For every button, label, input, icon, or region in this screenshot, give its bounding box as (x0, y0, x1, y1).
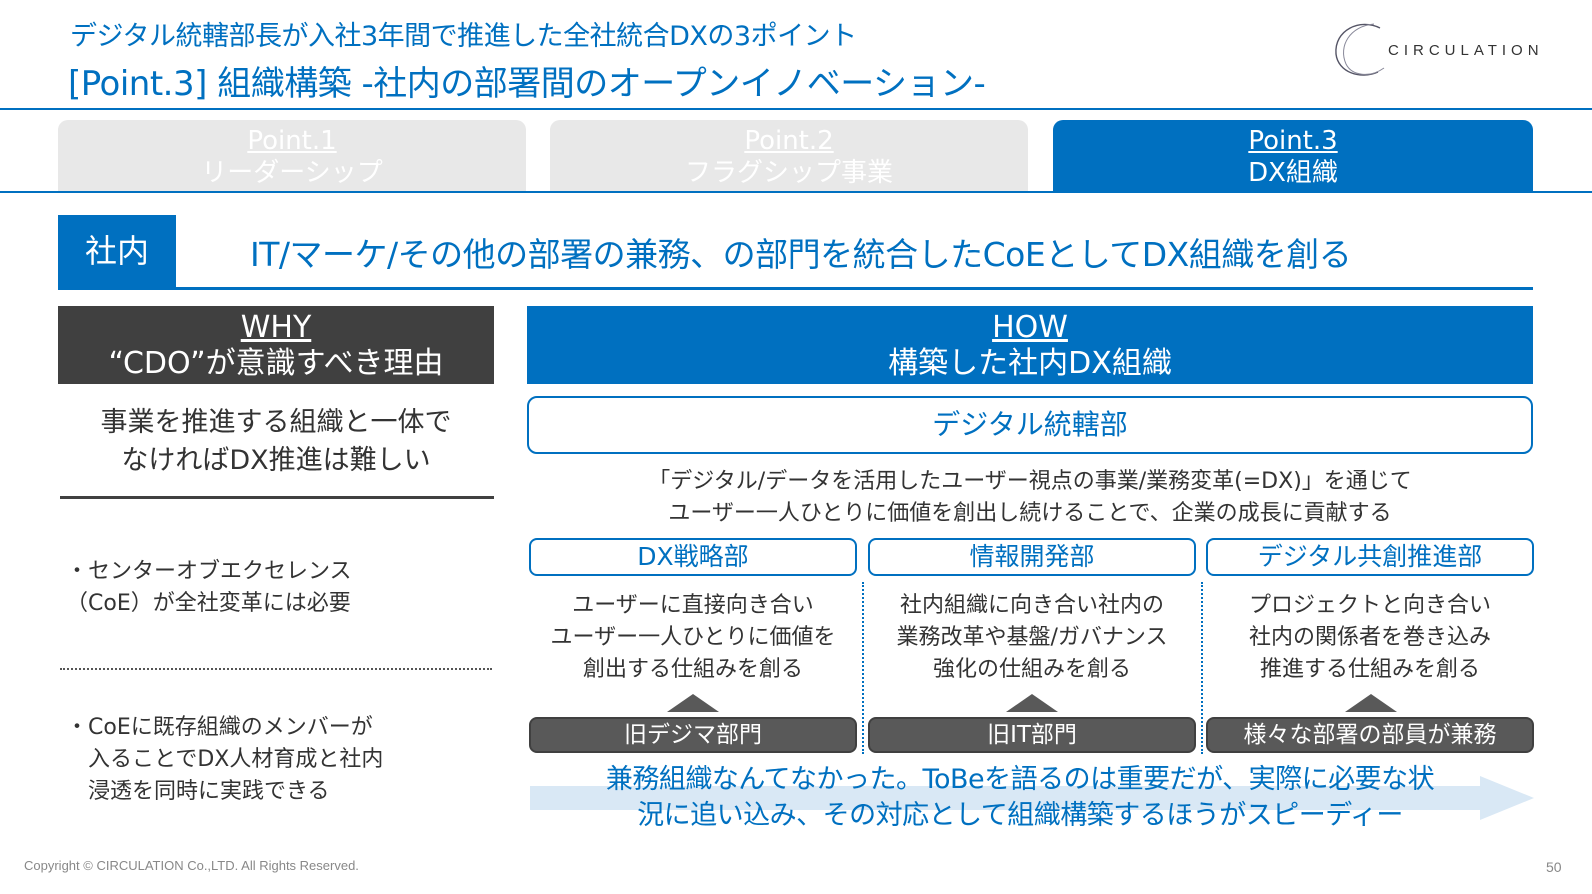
dept-desc-line: 強化の仕組みを創る (932, 657, 1131, 682)
dept-desc-line: 推進する仕組みを創る (1259, 657, 1480, 682)
tab-point-3[interactable]: Point.3 DX組織 (1053, 120, 1533, 192)
dept-desc-line: プロジェクトと向き合い (1248, 593, 1491, 618)
takeaway-line: 兼務組織なんてなかった。ToBeを語るのは重要だが、実際に必要な状 (605, 764, 1435, 795)
why-main-line: 事業を推進する組織と一体で (100, 407, 452, 438)
triangle-up-icon (1345, 694, 1397, 712)
why-point-coe: ・センターオブエクセレンス （CoE）が全社変革には必要 (66, 556, 486, 620)
section-divider (58, 287, 1533, 290)
triangle-up-icon (1006, 694, 1058, 712)
slide-subtitle: デジタル統轄部長が入社3年間で推進した全社統合DXの3ポイント (70, 21, 857, 52)
why-title: “CDO”が意識すべき理由 (108, 346, 444, 381)
origin-former-it: 旧IT部門 (868, 717, 1196, 753)
why-point-members: ・CoEに既存組織のメンバーが 入ることでDX人材育成と社内 浸透を同時に実践で… (66, 712, 486, 808)
why-dotted-divider (60, 668, 492, 670)
why-divider (60, 496, 494, 499)
dept-digital-cocreation: デジタル共創推進部 (1206, 538, 1534, 576)
mission-statement: 「デジタル/データを活用したユーザー視点の事業/業務変革(=DX)」を通じて ユ… (527, 466, 1533, 530)
tab-number: Point.3 (1248, 126, 1338, 156)
triangle-up-icon (667, 694, 719, 712)
dept-desc-line: 社内組織に向き合い社内の (899, 593, 1164, 618)
tab-label: DX組織 (1248, 158, 1338, 188)
why-header: WHY “CDO”が意識すべき理由 (58, 306, 494, 384)
why-main-line: なければDX推進は難しい (121, 445, 431, 476)
tab-number: Point.2 (744, 126, 834, 156)
mission-line: 「デジタル/データを活用したユーザー視点の事業/業務変革(=DX)」を通じて (648, 469, 1412, 494)
takeaway-message: 兼務組織なんてなかった。ToBeを語るのは重要だが、実際に必要な状 況に追い込み… (540, 762, 1500, 834)
tab-divider (0, 191, 1592, 193)
dept-dotted-divider (1201, 582, 1203, 754)
tab-label: リーダーシップ (201, 158, 383, 188)
dept-desc-line: 創出する仕組みを創る (582, 657, 803, 682)
tab-point-2[interactable]: Point.2 フラグシップ事業 (550, 120, 1028, 192)
dept-desc-line: 業務改革や基盤/ガバナンス (896, 625, 1168, 650)
dept-description: プロジェクトと向き合い 社内の関係者を巻き込み 推進する仕組みを創る (1203, 590, 1537, 686)
dept-desc-line: ユーザーに直接向き合い (572, 593, 814, 618)
why-label: WHY (240, 310, 312, 345)
why-point-line: 浸透を同時に実践できる (88, 779, 330, 804)
why-point-line: （CoE）が全社変革には必要 (66, 591, 351, 616)
dept-dotted-divider (862, 582, 864, 754)
dept-dx-strategy: DX戦略部 (529, 538, 857, 576)
takeaway-line: 況に追い込み、その対応として組織構築するほうがスピーディー (637, 800, 1403, 831)
slide-title: [Point.3] 組織構築 -社内の部署間のオープンイノベーション- (68, 64, 986, 104)
header-divider (0, 108, 1592, 110)
tab-point-1[interactable]: Point.1 リーダーシップ (58, 120, 526, 192)
tab-number: Point.1 (247, 126, 337, 156)
origin-former-digital-marketing: 旧デジマ部門 (529, 717, 857, 753)
section-headline: IT/マーケ/その他の部署の兼務、の部門を統合したCoEとしてDX組織を創る (250, 235, 1352, 274)
tab-label: フラグシップ事業 (684, 158, 893, 188)
why-point-line: ・センターオブエクセレンス (66, 559, 352, 584)
logo-text: CIRCULATION (1388, 42, 1544, 59)
dept-description: 社内組織に向き合い社内の 業務改革や基盤/ガバナンス 強化の仕組みを創る (865, 590, 1199, 686)
dept-desc-line: ユーザー一人ひとりに価値を (550, 625, 836, 650)
circulation-logo-icon (1335, 23, 1385, 76)
mission-line: ユーザー一人ひとりに価値を創出し続けることで、企業の成長に貢献する (668, 501, 1392, 526)
why-point-line: ・CoEに既存組織のメンバーが (66, 715, 373, 740)
origin-cross-department: 様々な部署の部員が兼務 (1206, 717, 1534, 753)
section-tag: 社内 (58, 215, 176, 287)
why-main-statement: 事業を推進する組織と一体で なければDX推進は難しい (58, 404, 494, 480)
arrow-right-icon (530, 776, 1534, 820)
why-point-line: 入ることでDX人材育成と社内 (88, 747, 384, 772)
copyright: Copyright © CIRCULATION Co.,LTD. All Rig… (24, 858, 359, 873)
dept-description: ユーザーに直接向き合い ユーザー一人ひとりに価値を 創出する仕組みを創る (526, 590, 860, 686)
how-title: 構築した社内DX組織 (888, 346, 1172, 381)
dept-desc-line: 社内の関係者を巻き込み (1248, 625, 1491, 650)
org-name-box: デジタル統轄部 (527, 396, 1533, 454)
how-label: HOW (992, 310, 1068, 345)
page-number: 50 (1546, 859, 1562, 875)
how-header: HOW 構築した社内DX組織 (527, 306, 1533, 384)
dept-info-dev: 情報開発部 (868, 538, 1196, 576)
